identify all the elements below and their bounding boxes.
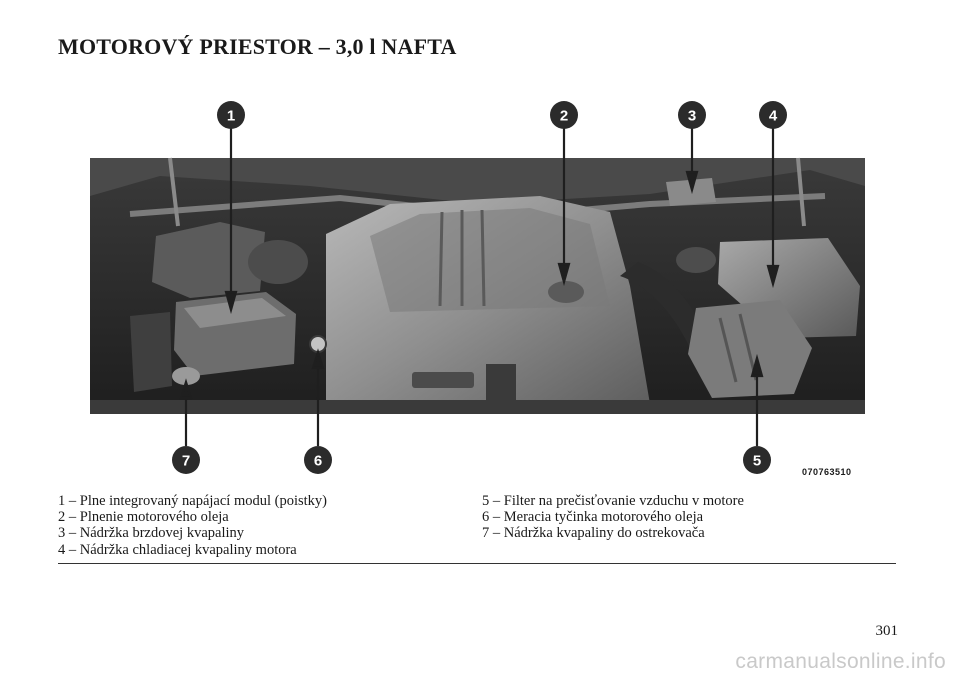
left-hood-strut: [168, 157, 180, 227]
left-reservoir: [248, 240, 308, 284]
callout-circle: [550, 101, 578, 129]
callout-number: 7: [182, 453, 190, 470]
callout-5: 5: [743, 446, 771, 474]
callout-2: 2: [550, 101, 578, 129]
air-filter-rib: [718, 317, 738, 383]
arrow-4: [766, 264, 780, 289]
arrow-5: [750, 353, 764, 378]
callout-leaders: [179, 128, 780, 446]
engine-cover-intake: [486, 364, 516, 404]
legend-item: 3 – Nádržka brzdovej kvapaliny: [58, 525, 245, 542]
callout-number: 6: [314, 453, 322, 470]
legend-item: 5 – Filter na prečisťovanie vzduchu v mo…: [482, 493, 744, 509]
page-title: MOTOROVÝ PRIESTOR – 3,0 l NAFTA: [58, 34, 457, 59]
legend-column-right: 5 – Filter na prečisťovanie vzduchu v mo…: [482, 493, 744, 558]
intake-hose: [620, 262, 710, 348]
oil-filler-cap: [548, 281, 584, 303]
arrow-6: [311, 348, 325, 370]
engine-cover-groove: [438, 211, 444, 307]
section-divider: [58, 563, 896, 564]
engine-compartment-illustration: 1 2 3 4 5 6 7 070763510: [90, 101, 865, 477]
engine-compartment-figure: 1 2 3 4 5 6 7 070763510: [90, 86, 880, 486]
callout-7: 7: [172, 446, 200, 474]
engine-photo: [90, 157, 865, 414]
legend-item: 7 – Nádržka kvapaliny do ostrekovača: [482, 525, 705, 542]
callout-circle: [759, 101, 787, 129]
watermark: carmanualsonline.info: [735, 650, 946, 673]
callout-circle: [172, 446, 200, 474]
legend-item: 6 – Meracia tyčinka motorového oleja: [482, 509, 704, 526]
legend-column-left: 1 – Plne integrovaný napájací modul (poi…: [58, 493, 482, 558]
legend-item: 2 – Plnenie motorového oleja: [58, 509, 229, 526]
callout-circle: [678, 101, 706, 129]
callout-number: 2: [560, 108, 568, 125]
callout-6: 6: [304, 446, 332, 474]
module-lid: [184, 298, 286, 328]
brake-fluid-reservoir: [666, 178, 716, 206]
front-rail: [90, 400, 865, 414]
callout-circle: [304, 446, 332, 474]
engine-cover-ridge: [370, 208, 610, 312]
callout-1: 1: [217, 101, 245, 129]
arrow-7: [179, 378, 193, 400]
legend-item: 4 – Nádržka chladiacej kvapaliny motora: [58, 541, 297, 558]
callout-number: 3: [688, 108, 696, 125]
callout-number: 1: [227, 108, 235, 125]
arrow-2: [557, 262, 571, 287]
left-bracket: [130, 312, 172, 392]
figure-code: 070763510: [802, 467, 852, 477]
left-duct: [152, 222, 265, 298]
callout-number: 5: [753, 453, 761, 470]
callout-number: 4: [769, 108, 778, 125]
figure-legend: 1 – Plne integrovaný napájací modul (poi…: [58, 493, 896, 558]
callout-3: 3: [678, 101, 706, 129]
callout-circle: [743, 446, 771, 474]
hood-edge: [90, 158, 865, 204]
washer-fluid-cap: [172, 367, 200, 385]
engine-cover-groove: [480, 209, 486, 307]
callout-circle: [217, 101, 245, 129]
callout-4: 4: [759, 101, 787, 129]
legend-item: 1 – Plne integrovaný napájací modul (poi…: [58, 493, 328, 509]
right-hood-strut: [796, 157, 806, 227]
engine-cover-badge: [412, 372, 474, 388]
arrow-3: [685, 170, 699, 195]
page-number: 301: [875, 623, 899, 639]
arrow-1: [224, 290, 238, 315]
coolant-cap: [676, 247, 716, 273]
